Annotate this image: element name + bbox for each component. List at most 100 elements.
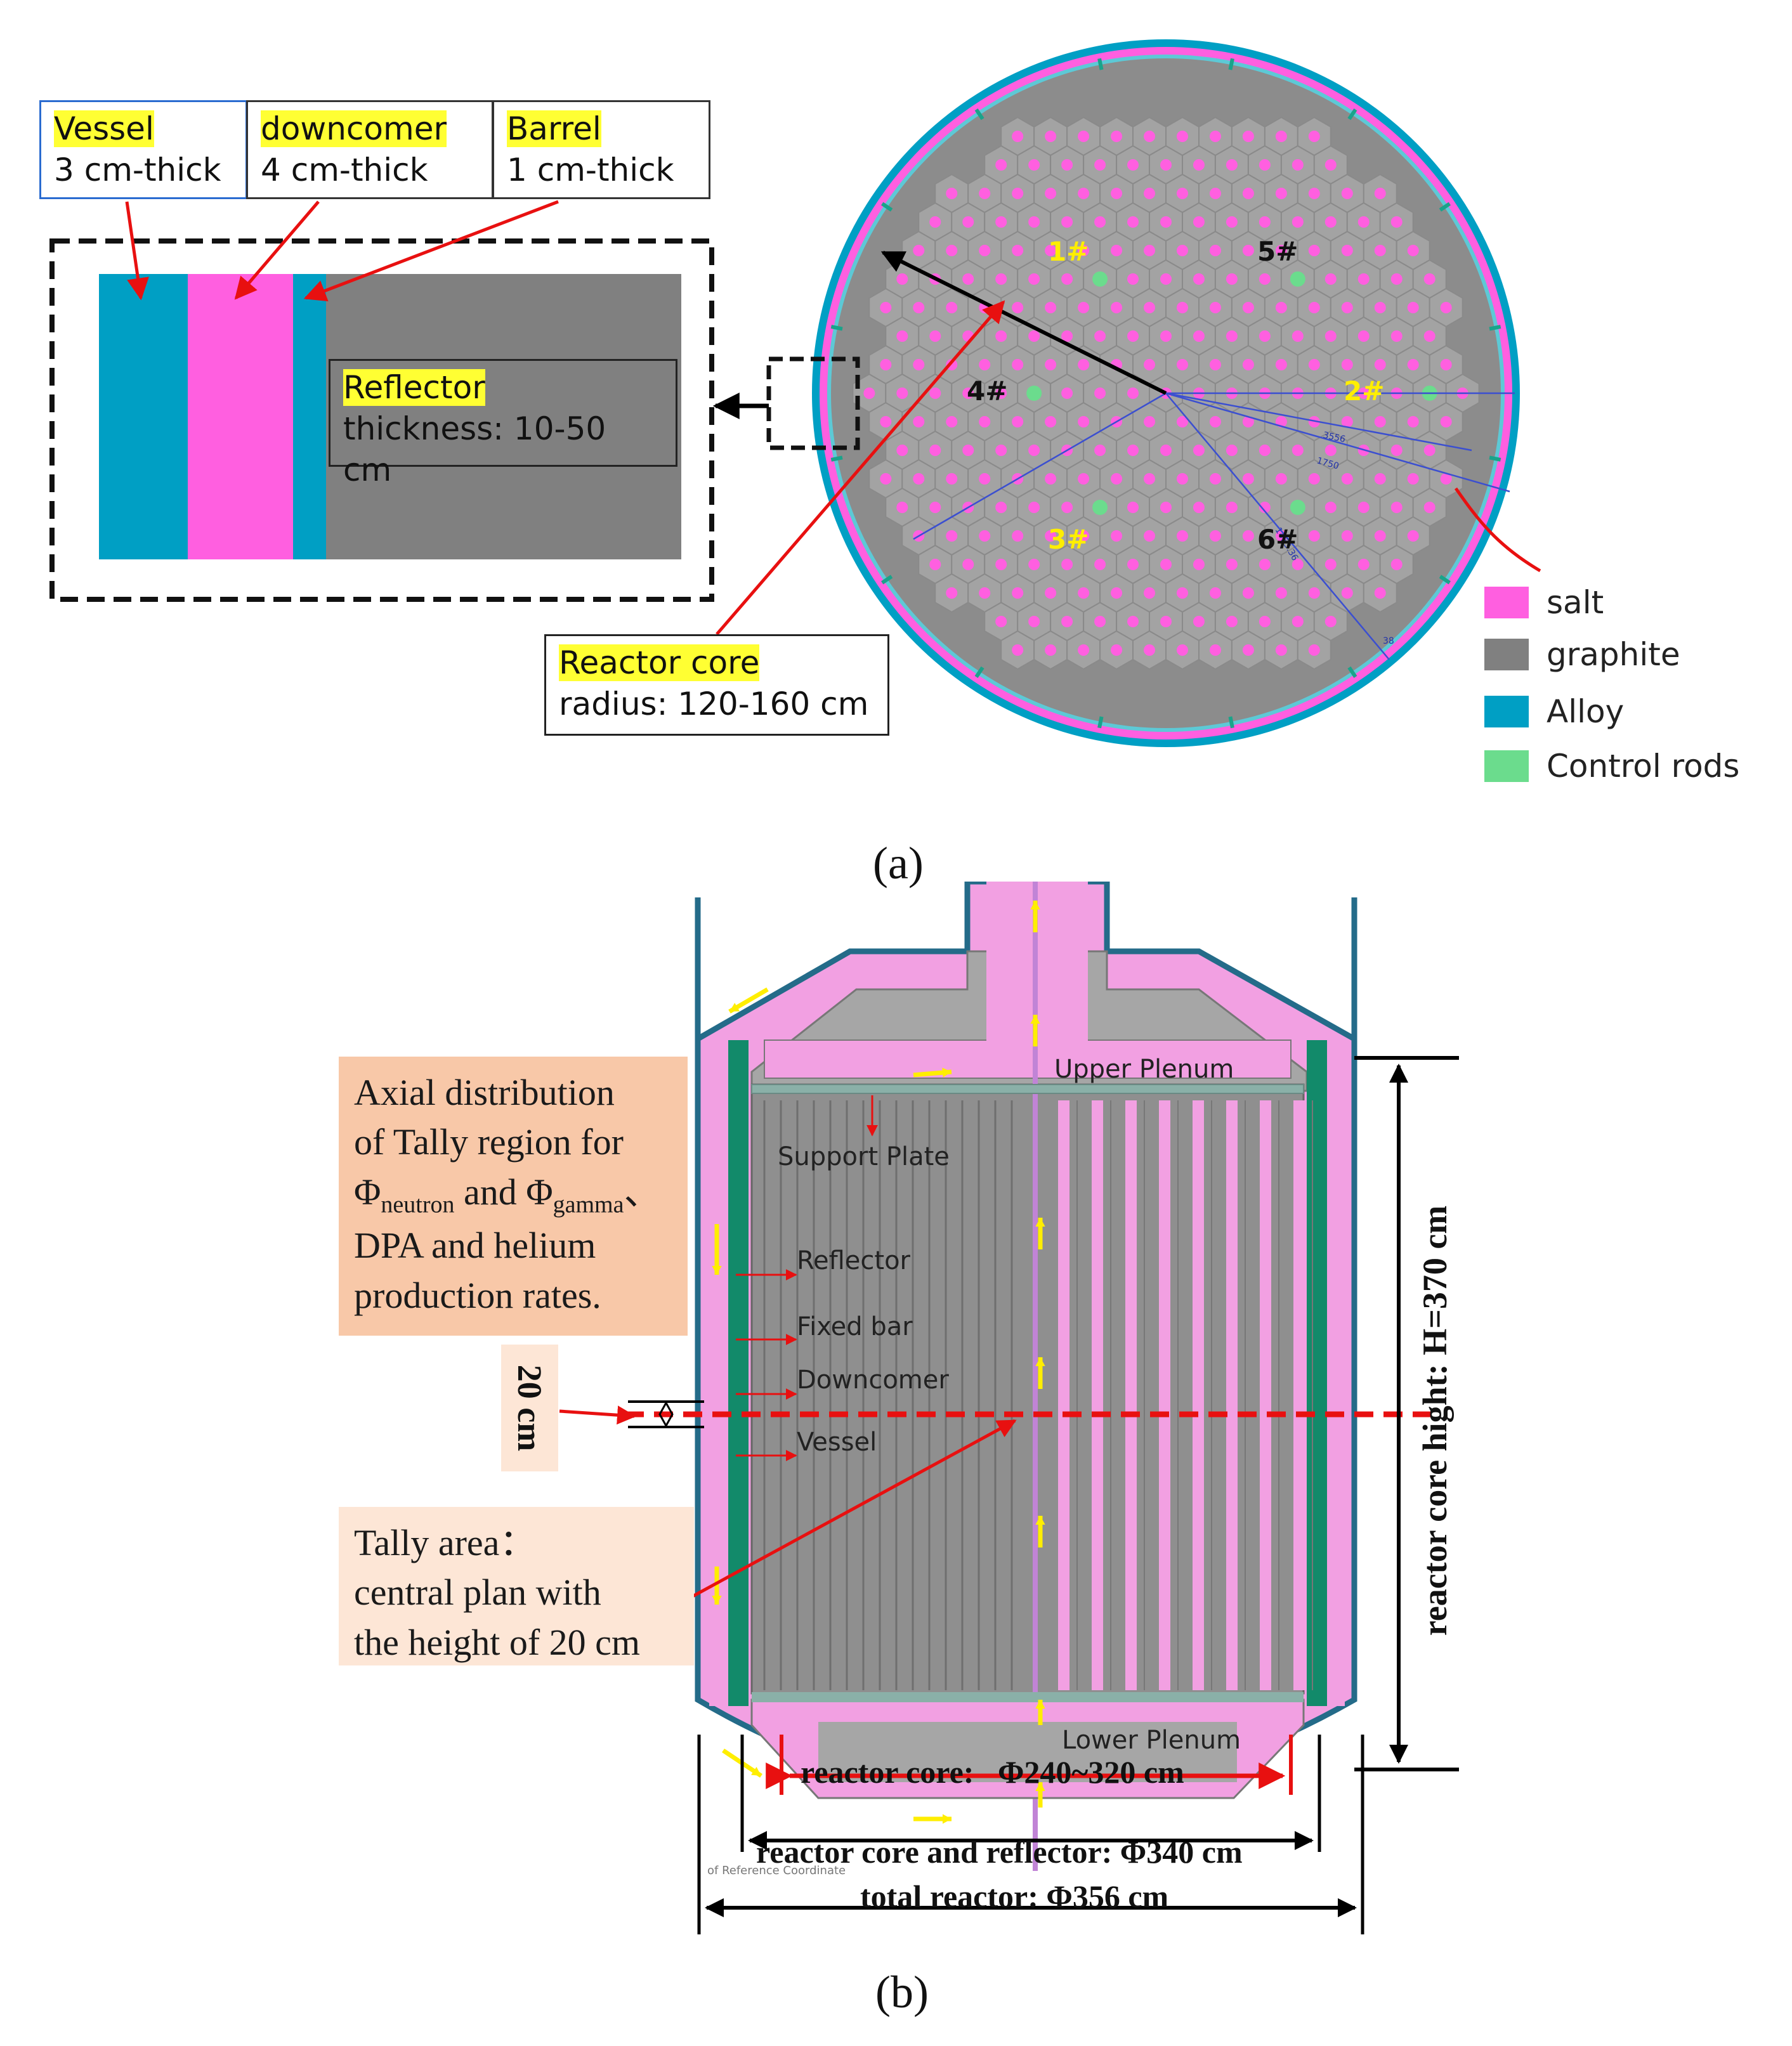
salt-channel — [929, 559, 941, 570]
tally-area-pointer — [690, 1419, 1017, 1599]
flow-arrow-head — [1035, 1700, 1045, 1709]
core-height-label: reactor core hight: H=370 cm — [1416, 1205, 1454, 1636]
salt-channel — [1045, 359, 1057, 370]
tally-line-3: the height of 20 cm — [354, 1621, 641, 1663]
reactor-core-title: Reactor core — [559, 644, 760, 681]
salt-channel — [1259, 559, 1271, 570]
salt-channel — [880, 416, 892, 427]
support-plate — [751, 1084, 1304, 1094]
label-reflector: Reflector — [797, 1246, 911, 1275]
salt-channel — [1324, 559, 1337, 570]
salt-channel — [913, 302, 925, 313]
axial-distribution-note: Axial distribution of Tally region for Φ… — [339, 1057, 688, 1336]
salt-channel — [1226, 616, 1238, 627]
caption-a: (a) — [873, 838, 924, 889]
salt-channel — [1259, 330, 1271, 342]
salt-channel — [995, 445, 1007, 456]
flow-arrow-head — [729, 1003, 740, 1012]
salt-channel — [1374, 245, 1386, 256]
salt-channel — [1324, 273, 1337, 285]
salt-channel — [1292, 559, 1304, 570]
salt-channel-bar — [1193, 1100, 1204, 1690]
salt-channel — [1324, 502, 1337, 513]
salt-channel — [1209, 245, 1221, 256]
flow-arrow-head — [712, 1265, 722, 1275]
salt-channel — [946, 188, 958, 199]
salt-channel — [979, 188, 991, 199]
salt-channel — [1308, 587, 1320, 599]
salt-channel — [1160, 159, 1172, 171]
salt-channel — [1209, 359, 1221, 370]
salt-channel — [1045, 587, 1057, 599]
selection-dashed-box — [766, 356, 860, 450]
vessel-thickness-box: Vessel 3 cm-thick — [39, 100, 247, 199]
salt-channel — [1061, 273, 1073, 285]
salt-channel — [1440, 473, 1452, 485]
salt-channel — [1012, 188, 1024, 199]
salt-channel — [1111, 587, 1123, 599]
salt-channel-bar — [1159, 1100, 1170, 1690]
salt-channel — [1193, 330, 1205, 342]
flow-arrow-head — [1035, 1218, 1045, 1227]
downcomer-thickness-box: downcomer 4 cm-thick — [246, 100, 494, 199]
vessel-value: 3 cm-thick — [54, 152, 221, 188]
salt-channel — [1061, 159, 1073, 171]
salt-channel — [1028, 330, 1040, 342]
salt-channel — [1209, 302, 1221, 313]
salt-channel — [1144, 131, 1156, 142]
salt-channel — [880, 359, 892, 370]
separator-mark: 、 — [624, 1171, 661, 1213]
salt-channel — [1242, 644, 1254, 656]
salt-channel — [1440, 302, 1452, 313]
barrel-tick — [1228, 716, 1234, 729]
reflector-title: Reflector — [343, 369, 485, 406]
reactor-core-radius-box: Reactor core radius: 120-160 cm — [544, 634, 889, 736]
tally-thickness-marker — [658, 1400, 674, 1428]
salt-channel — [995, 502, 1007, 513]
salt-channel — [1144, 302, 1156, 313]
dimension-mark-4: 38 — [1383, 636, 1394, 646]
salt-channel — [1061, 388, 1073, 399]
salt-channel-bar — [1260, 1100, 1271, 1690]
salt-channel — [896, 502, 908, 513]
salt-channel — [1028, 616, 1040, 627]
legend-swatch — [1484, 696, 1529, 727]
detail-vessel-layer — [99, 274, 188, 559]
legend-alloy: Alloy — [1484, 693, 1624, 731]
salt-channel — [979, 587, 991, 599]
salt-channel — [1160, 616, 1172, 627]
dim-core-and-reflector: reactor core and reflector: Φ340 cm — [756, 1834, 1243, 1870]
salt-channel — [1374, 587, 1386, 599]
salt-channel — [995, 616, 1007, 627]
salt-channel — [946, 302, 958, 313]
right-downcomer-channel — [1326, 1040, 1345, 1706]
salt-channel — [1144, 530, 1156, 542]
salt-channel — [1226, 330, 1238, 342]
salt-channel — [1176, 245, 1188, 256]
salt-channel — [1193, 616, 1205, 627]
salt-channel — [1176, 644, 1188, 656]
salt-channel — [1127, 559, 1139, 570]
salt-channel — [1242, 188, 1254, 199]
salt-channel — [962, 273, 974, 285]
flow-arrows — [712, 901, 1045, 1824]
phi-symbol: Φ — [354, 1171, 381, 1213]
salt-channel — [1226, 559, 1238, 570]
salt-channel — [1045, 245, 1057, 256]
salt-channel — [1176, 587, 1188, 599]
flow-arrow-head — [942, 1067, 952, 1078]
salt-channel — [1226, 216, 1238, 228]
salt-channel-bar — [1125, 1100, 1137, 1690]
salt-channel — [1308, 416, 1320, 427]
salt-channel — [1127, 330, 1139, 342]
salt-channel — [1407, 245, 1419, 256]
salt-channel — [1209, 131, 1221, 142]
salt-channel — [1193, 159, 1205, 171]
salt-channel — [1242, 416, 1254, 427]
salt-channel — [979, 359, 991, 370]
salt-channel — [1012, 359, 1024, 370]
salt-channel — [1390, 330, 1403, 342]
salt-channel — [1127, 616, 1139, 627]
detail-dashed-frame — [49, 238, 714, 602]
barrel-tick — [1347, 108, 1357, 121]
